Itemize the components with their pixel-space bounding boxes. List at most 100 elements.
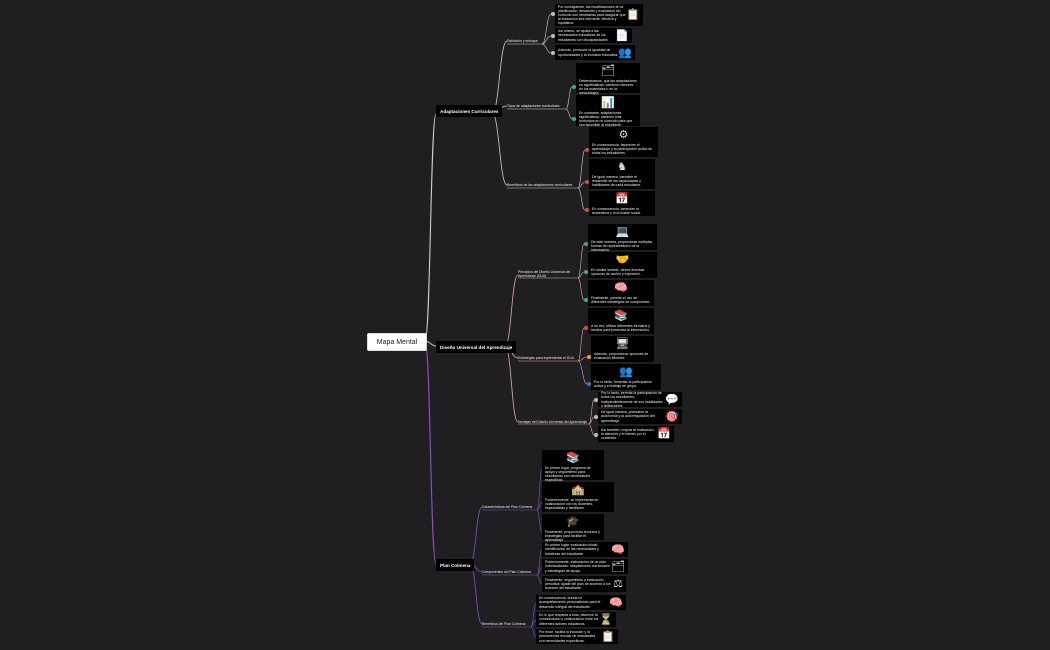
leaf-node[interactable]: ♞ De igual manera, permiten el desarrollo… [589, 159, 655, 189]
leaf-node[interactable]: Así mismo, se ajusta a las necesidades e… [555, 28, 632, 43]
connector-line [577, 327, 585, 362]
hierarchy-icon: 🗂 [601, 65, 615, 77]
leaf-node[interactable]: 📚 En primer lugar, programa de apoyo y se… [542, 450, 604, 483]
topic-label: Características del Plan Colmena [482, 504, 533, 509]
leaf-node[interactable]: Por consiguiente, las modificaciones en … [555, 4, 643, 26]
topic-tipos-adaptaciones[interactable]: Tipos de adaptaciones curriculares [507, 102, 559, 109]
root-label: Mapa Mental [376, 338, 418, 346]
leaf-node[interactable]: Así también, mejora la motivación, la at… [598, 426, 674, 442]
connector-line [536, 574, 543, 585]
leaf-text: Así también, mejora la motivación, la at… [601, 427, 655, 441]
connector-line [577, 277, 585, 301]
bullet-dot [584, 270, 588, 274]
document-icon: 📄 [615, 29, 629, 42]
leaf-text: En consecuencia, brinda un acompañamient… [539, 596, 601, 609]
connector-line [565, 86, 573, 110]
leaf-node[interactable]: 🏫 Posteriormente, se implementa en colabo… [542, 482, 614, 512]
connector-line [588, 416, 595, 425]
leaf-text: Además, proporcionar opciones de evaluac… [594, 352, 649, 361]
connector-line [541, 35, 552, 45]
connector-line [536, 469, 543, 511]
connector-line [491, 40, 508, 114]
brain-icon: 🧠 [609, 596, 623, 609]
topic-label: Componentes del Plan Colmena [482, 569, 531, 574]
leaf-text: Por consiguiente, las modificaciones en … [558, 4, 626, 26]
bullet-dot [572, 117, 576, 121]
leaf-node[interactable]: 💻De este manera, proporcionar múltiples … [588, 224, 657, 253]
books-icon: 📚 [566, 452, 580, 464]
leaf-text: En consecuencia, favorecen el aprendizaj… [592, 143, 653, 156]
branch-label: Diseño Universal del Aprendizaje [440, 344, 513, 350]
leaf-text: En primer lugar, evaluación inicial: ide… [545, 543, 599, 556]
leaf-text: De igual manera, permiten el desarrollo … [592, 175, 642, 188]
connector-line [536, 501, 543, 511]
leaf-node[interactable]: Por ende, facilita la inclusión y la per… [536, 629, 618, 644]
connector-line [577, 271, 585, 279]
calendar-icon: 📅 [657, 428, 671, 440]
leaf-text: En consecuencia, fomentan la autoestima … [592, 207, 642, 216]
leaf-text: Por lo tanto, permite la participación d… [601, 391, 663, 408]
bullet-dot [551, 51, 555, 55]
leaf-node[interactable]: De igual manera, promueve la autonomía y… [598, 409, 682, 424]
leaf-text: En lo que respecta a esto, favorece la c… [539, 613, 599, 626]
leaf-node[interactable]: Por lo tanto, permite la participación d… [598, 391, 682, 408]
connector-line [588, 423, 595, 436]
topic-caracteristicas-colmena[interactable]: Características del Plan Colmena [482, 503, 532, 510]
topic-estrategias-dua[interactable]: Estrategias para implementar el DUA [518, 354, 574, 361]
connector-line [541, 13, 552, 45]
leaf-node[interactable]: 🧠Finalmente, permite el uso de diferente… [588, 280, 654, 306]
presentation-icon: 🖥 [615, 338, 630, 350]
leaf-node[interactable]: 🗂Determinamos, que las adaptaciones no s… [576, 63, 640, 95]
leaf-node[interactable]: 📊En contraste, adaptaciones significativ… [576, 95, 640, 127]
topic-label: Beneficios del Plan Colmena [482, 621, 526, 626]
leaf-text: Así mismo, se ajusta a las necesidades e… [558, 29, 609, 42]
leaf-node[interactable]: 🎓Finalmente, proporciona recursos y estr… [542, 514, 604, 542]
handshake-icon: 🤝 [615, 254, 630, 266]
branch-adaptaciones-curriculares[interactable]: Adaptaciones Curriculares [436, 105, 503, 117]
connector-line [577, 356, 588, 362]
bullet-dot [587, 355, 591, 359]
topic-label: Ventajas del Diseño Universal del Aprend… [518, 419, 588, 424]
leaf-text: Por lo tanto, fomentar la participación … [594, 380, 652, 389]
leaf-node[interactable]: 👥Por lo tanto, fomentar la participación… [591, 364, 661, 390]
branch-diseno-universal[interactable]: Diseño Universal del Aprendizaje [436, 341, 517, 353]
bullet-dot [585, 208, 589, 212]
leaf-node[interactable]: 🖥 Además, proporcionar opciones de evalua… [591, 336, 654, 362]
topic-beneficios-adaptaciones[interactable]: Beneficios de las adaptaciones curricula… [507, 181, 572, 188]
leaf-node[interactable]: Además, promover la igualdad de oportuni… [555, 45, 635, 60]
root-node[interactable]: Mapa Mental [367, 333, 427, 351]
leaf-text: De este manera, proporcionar múltiples f… [591, 240, 653, 253]
bullet-dot [584, 242, 588, 246]
leaf-node[interactable]: En consecuencia, brinda un acompañamient… [536, 595, 626, 610]
leaf-text: Posteriormente, se implementa en colabor… [545, 498, 599, 511]
chess-icon: ♞ [617, 161, 627, 173]
topic-componentes-colmena[interactable]: Componentes del Plan Colmena [482, 568, 531, 575]
topic-ventajas-dua[interactable]: Ventajas del Diseño Universal del Aprend… [518, 418, 587, 425]
school-icon: 🏫 [571, 484, 585, 496]
target-icon: 🎯 [665, 410, 679, 423]
leaf-node[interactable]: 🤝En similar sentido, ofrece diversas opc… [588, 252, 657, 278]
branch-plan-colmena[interactable]: Plan Colmena [436, 559, 475, 571]
topic-label: Tipos de adaptaciones curriculares [507, 103, 560, 108]
topic-beneficios-colmena[interactable]: Beneficios del Plan Colmena [482, 620, 525, 627]
connector-line [577, 149, 586, 189]
topic-principios-dua[interactable]: Principios del Diseño Universal del Apre… [518, 268, 580, 280]
leaf-node[interactable]: Posteriormente, elaboración de un plan i… [542, 559, 628, 574]
leaf-node[interactable]: ⚙En consecuencia, favorecen el aprendiza… [589, 127, 658, 157]
leaf-node[interactable]: 📅En consecuencia, fomentan la autoestima… [589, 191, 655, 216]
topic-definicion-enfoque[interactable]: Definición y enfoque [507, 37, 538, 44]
leaf-text: A su vez, utilizar diferentes formatos y… [591, 324, 650, 333]
leaf-node[interactable]: En lo que respecta a esto, favorece la c… [536, 612, 616, 627]
topic-label: Estrategias para implementar el DUA [518, 355, 574, 360]
bullet-dot [551, 12, 555, 16]
branch-label: Plan Colmena [440, 562, 471, 568]
bullet-dot [585, 180, 589, 184]
leaf-node[interactable]: 📚A su vez, utilizar diferentes formatos … [588, 308, 654, 334]
leaf-text: En primer lugar, programa de apoyo y seg… [545, 466, 591, 483]
leaf-node[interactable]: En primer lugar, evaluación inicial: ide… [542, 542, 628, 557]
bullet-dot [587, 382, 591, 386]
graduation-cap-icon: 🎓 [566, 516, 580, 528]
leaf-text: Posteriormente, elaboración de un plan i… [545, 560, 610, 573]
bullet-dot [584, 298, 588, 302]
leaf-node[interactable]: Finalmente, seguimiento y evaluación per… [542, 576, 626, 592]
